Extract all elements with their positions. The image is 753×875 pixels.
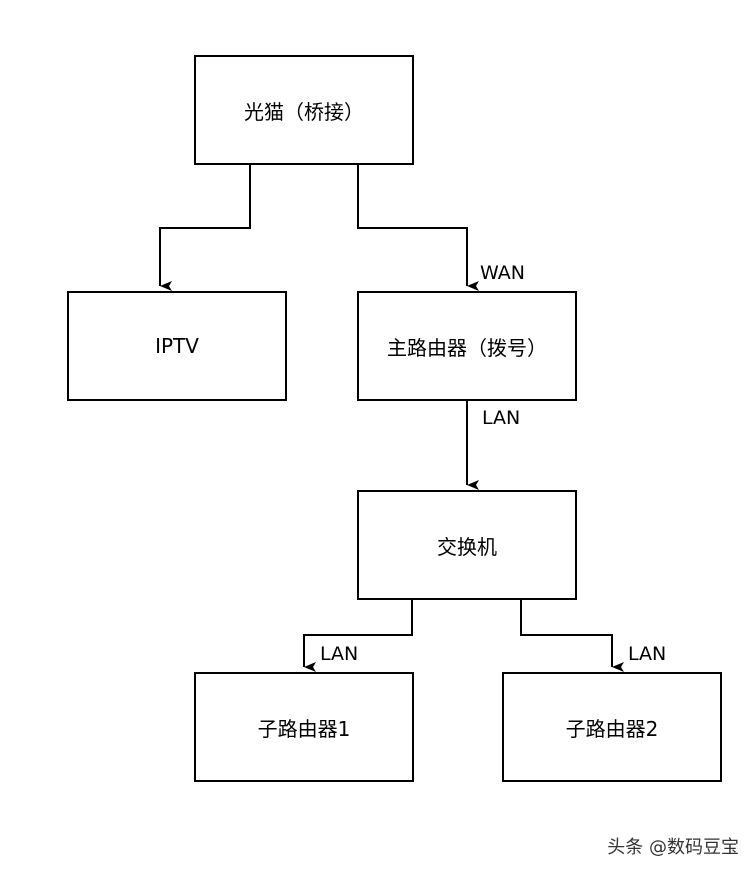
node-main-router-label: 主路由器（拨号）	[387, 335, 547, 360]
edge-label-lan-main-switch: LAN	[482, 407, 521, 429]
edge-label-lan-sub-1: LAN	[320, 643, 359, 665]
watermark-text: 头条 @数码豆宝	[607, 837, 739, 858]
edge-switch-to-sub-router-2	[520, 600, 624, 672]
edge-label-wan: WAN	[480, 262, 525, 284]
node-modem-label: 光猫（桥接）	[244, 99, 364, 124]
edge-modem-to-main-router	[357, 165, 479, 291]
node-modem: 光猫（桥接）	[194, 55, 414, 165]
node-switch-label: 交换机	[437, 534, 497, 559]
node-sub-router-2: 子路由器2	[502, 672, 722, 782]
node-iptv: IPTV	[67, 291, 287, 401]
node-main-router: 主路由器（拨号）	[357, 291, 577, 401]
edge-modem-to-iptv	[159, 165, 251, 291]
node-switch: 交换机	[357, 490, 577, 600]
node-sub-router-2-label: 子路由器2	[565, 716, 659, 741]
edge-switch-to-sub-router-1	[303, 600, 413, 672]
node-sub-router-1: 子路由器1	[194, 672, 414, 782]
node-sub-router-1-label: 子路由器1	[257, 716, 351, 741]
edge-label-lan-sub-2: LAN	[628, 643, 667, 665]
node-iptv-label: IPTV	[155, 334, 199, 358]
